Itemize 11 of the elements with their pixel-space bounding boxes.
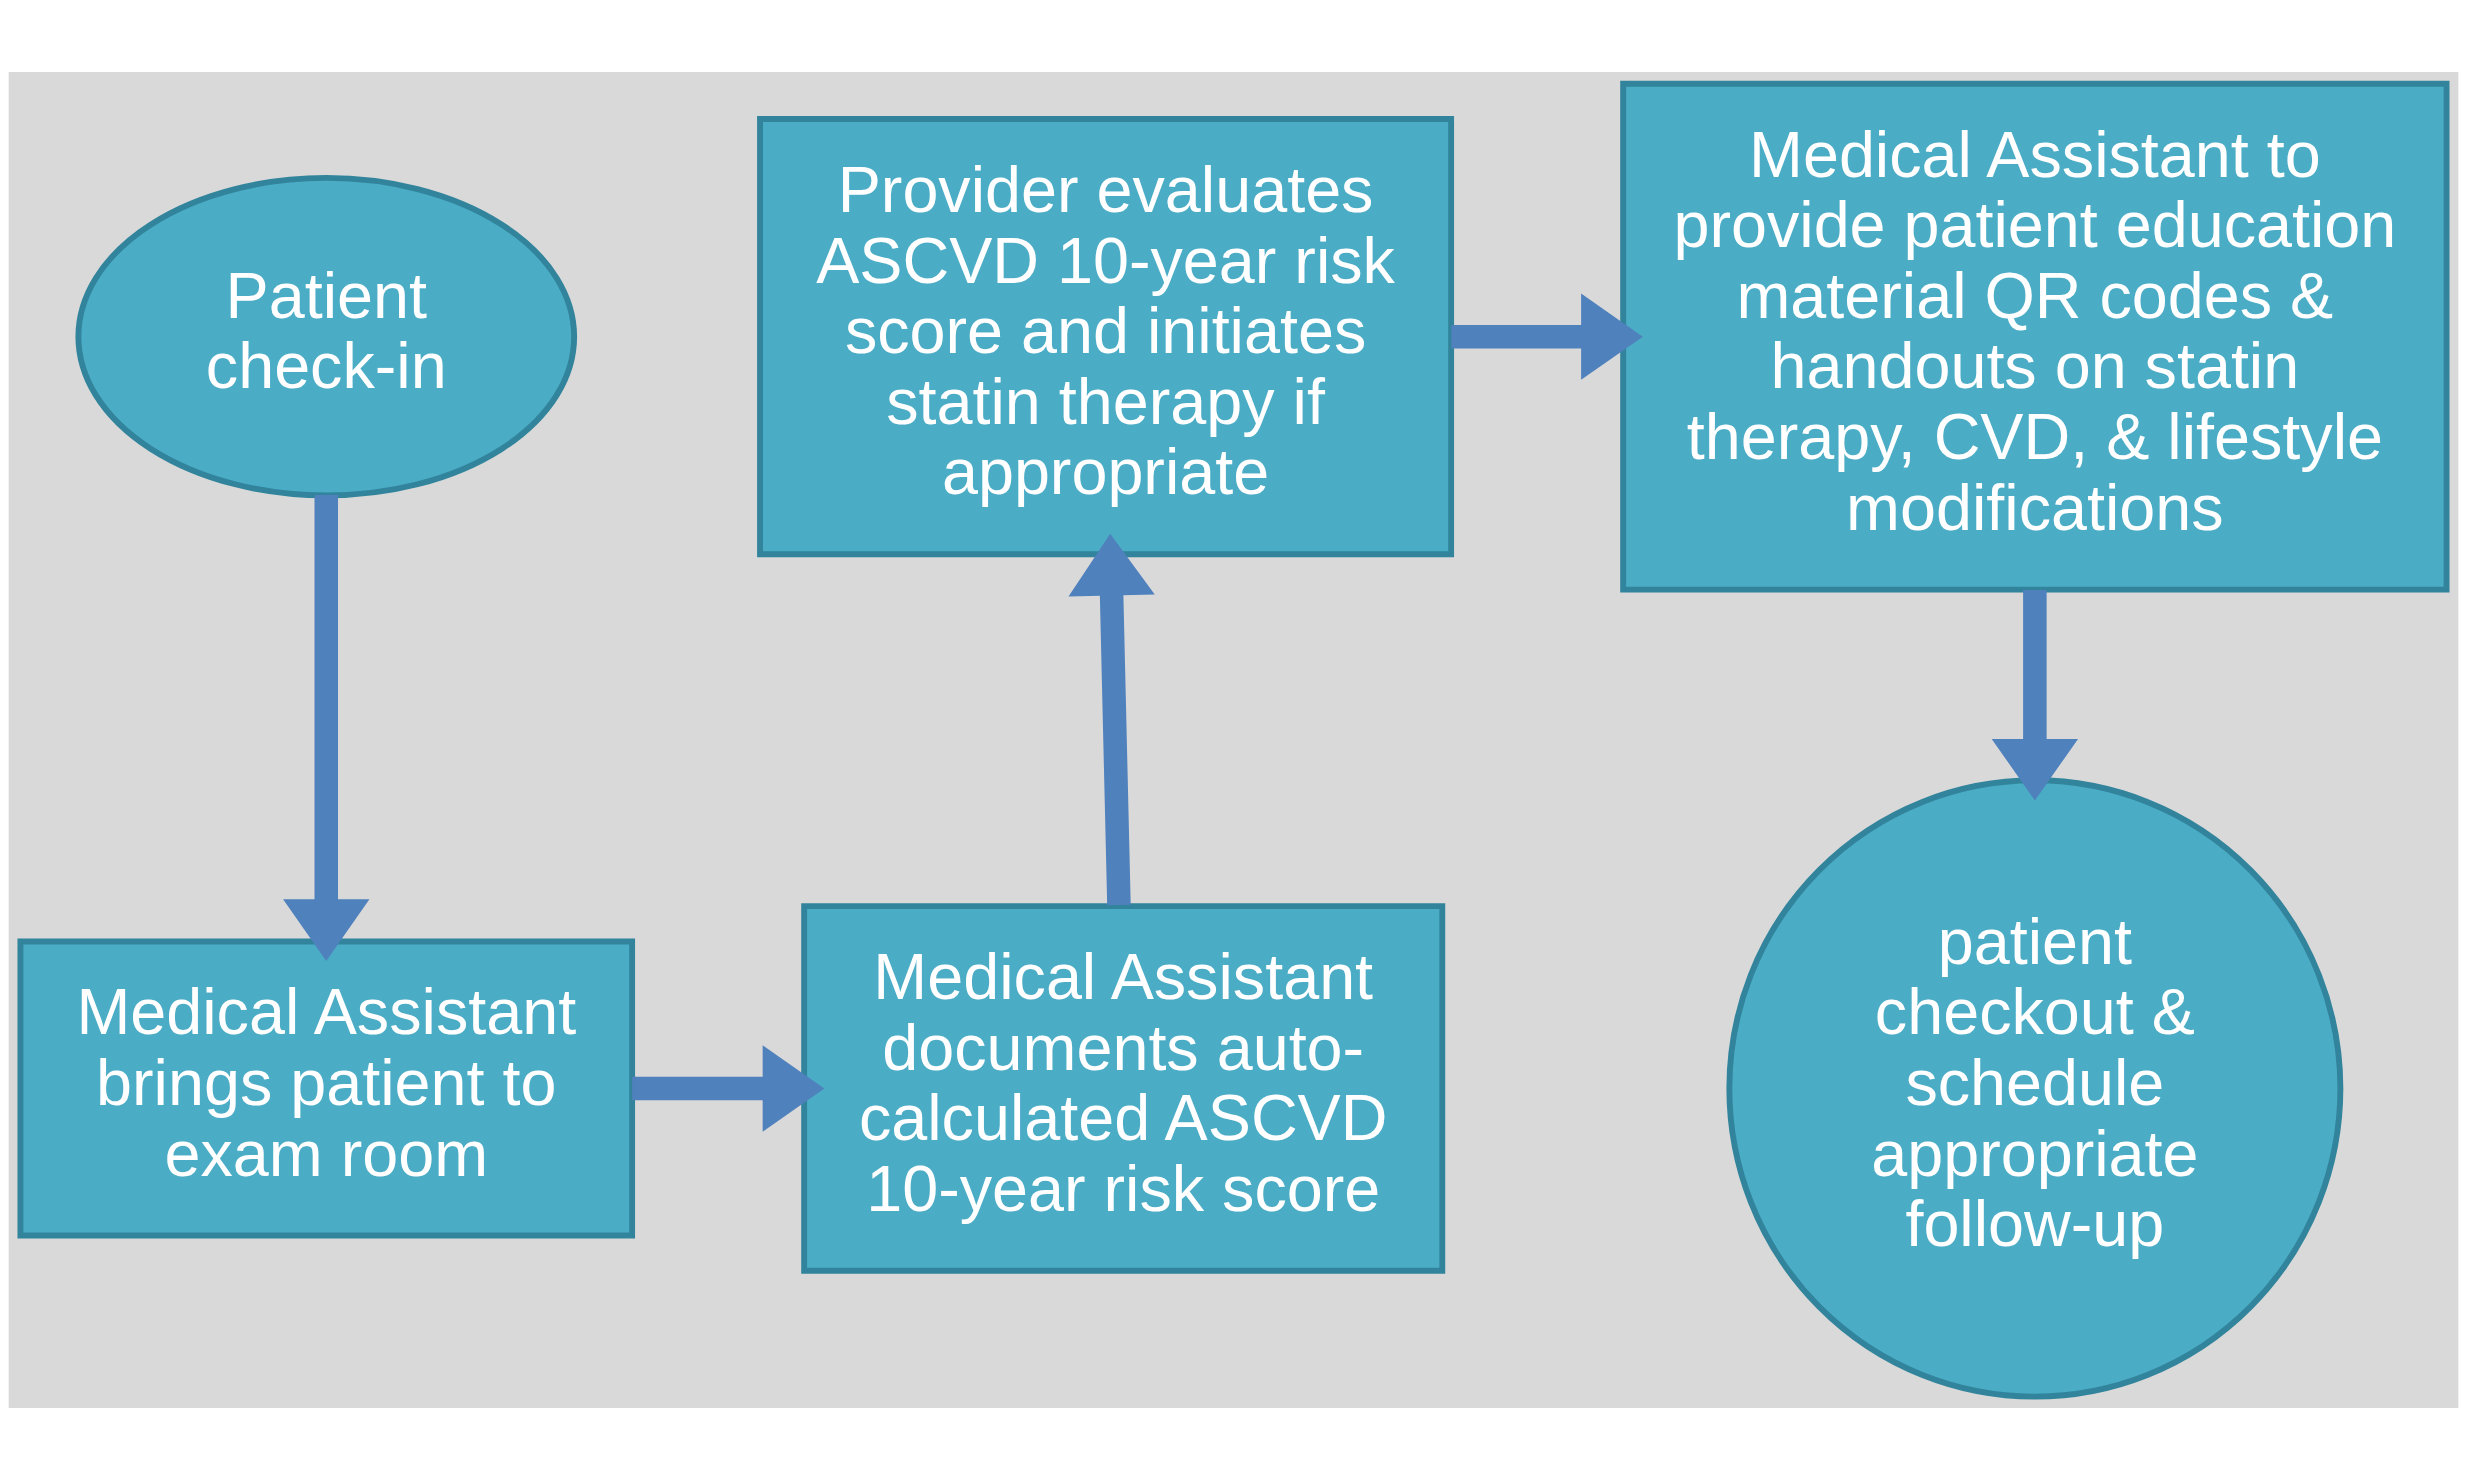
node-box: Medical Assistant to provide patient education material QR codes & handouts on statin therapy, CVD, & lifestyle modifications: [1620, 80, 2450, 593]
node-circle: patient checkout & schedule appropriate follow-up: [1726, 776, 2344, 1400]
arrow: [1451, 293, 1643, 380]
arrow: [1068, 533, 1155, 905]
node-box: Provider evaluates ASCVD 10-year risk score and initiates statin therapy if appropriate: [757, 115, 1455, 557]
arrow: [632, 1044, 825, 1132]
node-box: Medical Assistant documents auto-calculated ASCVD 10-year risk score: [801, 902, 1446, 1274]
arrow: [283, 494, 370, 961]
node-ellipse: Patient check-in: [75, 174, 578, 498]
node-box: Medical Assistant brings patient to exam room: [17, 938, 636, 1238]
arrow: [1991, 589, 2079, 801]
